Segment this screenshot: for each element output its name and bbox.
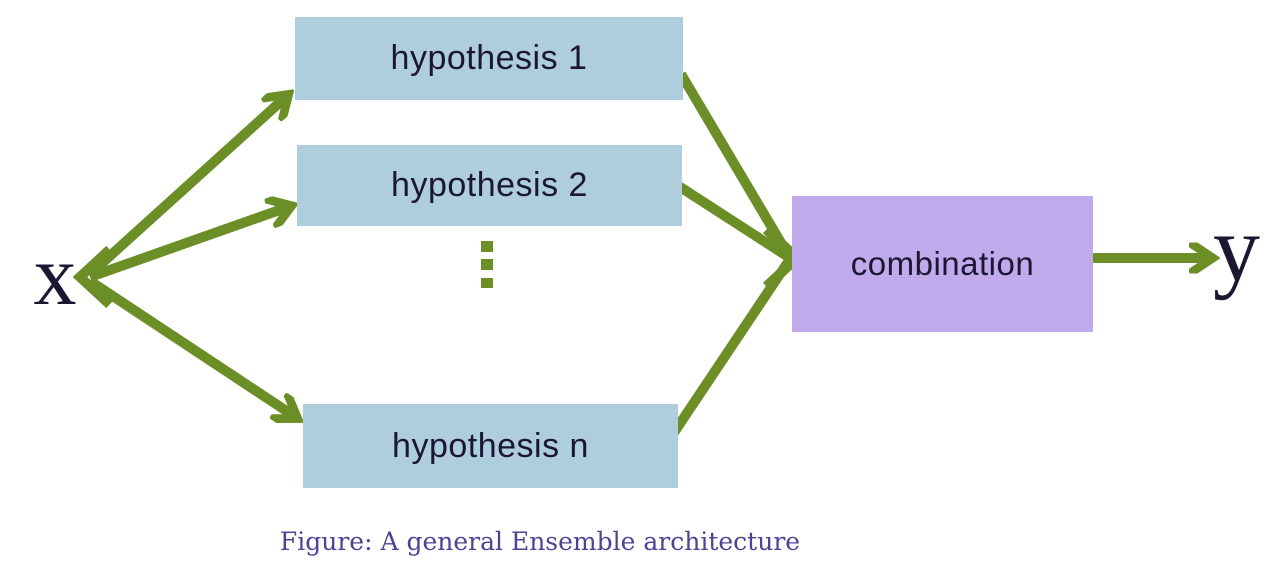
arrowhead-into-x	[72, 245, 114, 309]
arrow-x-to-hypothesis-1	[86, 95, 288, 278]
hypothesis-1-label: hypothesis 1	[390, 39, 588, 77]
combination-label: combination	[850, 245, 1035, 282]
figure-caption: Figure: A general Ensemble architecture	[279, 527, 801, 556]
hypothesis-2-box: hypothesis 2	[297, 145, 682, 226]
edge-hypothesis-2-to-combination	[674, 180, 793, 263]
edge-hypothesis-1-to-combination	[676, 71, 795, 261]
output-label-y: y	[1213, 197, 1260, 301]
vertical-ellipsis-icon	[481, 241, 493, 288]
hypothesis-n-label: hypothesis n	[392, 426, 589, 465]
arrow-x-to-hypothesis-2	[88, 206, 291, 282]
arrow-x-to-hypothesis-n	[87, 276, 297, 418]
hypothesis-2-label: hypothesis 2	[391, 166, 588, 204]
hypothesis-n-box: hypothesis n	[303, 404, 678, 488]
combination-box: combination	[792, 196, 1093, 332]
input-label-x: x	[33, 227, 77, 323]
hypothesis-1-box: hypothesis 1	[295, 17, 683, 100]
